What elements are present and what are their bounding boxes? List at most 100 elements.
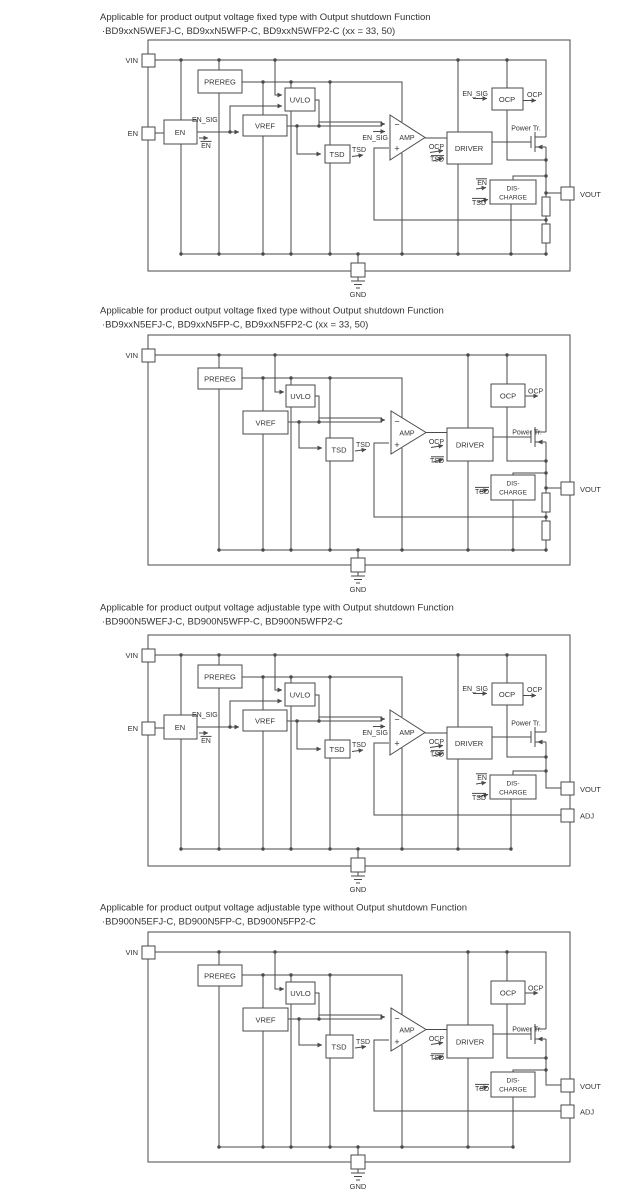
d3-pin-gnd-label: GND [350, 885, 367, 894]
d1-power-tr-label: Power Tr. [511, 126, 541, 133]
d2-pin-gnd-label: GND [350, 585, 367, 594]
d1-wires [147, 39, 571, 289]
d1-block-tsd [324, 144, 351, 164]
d3-block-ocp [491, 682, 524, 706]
d3-en-sig-label: EN_SIG [192, 712, 218, 719]
d4-discharge-label-1: DIS- [507, 1078, 520, 1085]
d3-block-tsd [324, 739, 351, 759]
d1-en-bar-label: EN [201, 143, 211, 150]
d2-discharge-label-1: DIS- [507, 481, 520, 488]
d3-pin-en-label: EN [128, 724, 138, 733]
d1-junction-dots [179, 58, 548, 256]
d4-pin-vout-label: VOUT [580, 1082, 601, 1091]
d3-pin-vout-label: VOUT [580, 785, 601, 794]
d4-power-tr-label: Power Tr. [512, 1027, 542, 1034]
diagram-2: Applicable for product output voltage fi… [100, 306, 601, 595]
diagram-4-subtitle: ·BD900N5EFJ-C, BD900N5FP-C, BD900N5FP2-C [102, 917, 316, 928]
d4-block-uvlo [285, 981, 316, 1005]
d2-ocp-to-driver-label: OCP [429, 439, 445, 446]
d4-pin-vin [141, 945, 156, 960]
d3-en-bar-label: EN [201, 738, 211, 745]
d2-tsd-out-label: TSD [356, 442, 370, 449]
d1-block-vref [242, 114, 288, 137]
d1-vref-label: VREF [255, 122, 275, 131]
d3-tsd-out-label: TSD [352, 742, 366, 749]
d2-block-driver [446, 427, 494, 462]
d4-tsd-bar-discharge-label: TSD [475, 1086, 489, 1093]
d4-ocp-to-driver-label: OCP [429, 1036, 445, 1043]
d4-discharge-label-2: CHARGE [499, 1087, 527, 1094]
d3-block-en [163, 714, 198, 740]
d1-pin-vin [141, 53, 156, 68]
d2-resistor-1 [541, 492, 551, 513]
d1-amp-label: AMP [399, 135, 415, 142]
d3-block-driver [446, 726, 493, 760]
d2-ocp-out-label: OCP [528, 389, 544, 396]
d4-amp-triangle [390, 1007, 427, 1052]
d1-en-sig-label: EN_SIG [192, 117, 218, 124]
d2-block-vref [242, 410, 289, 435]
d2-block-uvlo [285, 384, 316, 408]
d3-pin-gnd [350, 857, 366, 873]
d3-pin-vout [560, 781, 575, 796]
d1-block-ocp [491, 87, 524, 111]
d3-en-bar-discharge-label: EN [477, 775, 487, 782]
d4-ocp-out-label: OCP [528, 986, 544, 993]
d2-ocp-label: OCP [500, 392, 516, 401]
d3-block-uvlo [284, 682, 316, 707]
d2-power-transistor-icon [530, 427, 546, 447]
d2-block-ocp [490, 383, 526, 408]
d3-driver-label: DRIVER [455, 739, 484, 748]
d3-block-discharge [489, 774, 537, 800]
d2-amp-minus: − [394, 417, 399, 427]
d4-pin-gnd-label: GND [350, 1182, 367, 1191]
d2-tsd-bar-discharge-label: TSD [475, 489, 489, 496]
d4-tsd-out-label: TSD [356, 1039, 370, 1046]
d2-amp-label: AMP [399, 431, 415, 438]
d1-amp-minus: − [394, 120, 399, 130]
d1-pin-vout-label: VOUT [580, 190, 601, 199]
d4-prereg-label: PREREG [204, 972, 236, 981]
d4-tsd-bar-to-driver-label: TSD [430, 1055, 444, 1062]
d4-pin-vin-label: VIN [125, 948, 138, 957]
d2-driver-label: DRIVER [456, 441, 485, 450]
d1-resistor-2 [541, 223, 551, 244]
d2-uvlo-label: UVLO [290, 392, 311, 401]
diagram-3-subtitle: ·BD900N5WEFJ-C, BD900N5WFP-C, BD900N5WFP… [102, 617, 343, 628]
d2-tsd-bar-to-driver-label: TSD [430, 458, 444, 465]
d3-tsd-label: TSD [330, 745, 346, 754]
d2-pin-gnd [350, 557, 366, 573]
d3-junction-dots [179, 653, 548, 851]
d2-prereg-label: PREREG [204, 375, 236, 384]
d2-pin-vout-label: VOUT [580, 485, 601, 494]
d3-wires [147, 634, 571, 884]
d2-amp-plus: + [394, 440, 399, 450]
d4-uvlo-label: UVLO [290, 989, 311, 998]
d3-uvlo-label: UVLO [290, 691, 311, 700]
d1-signal-arrows [197, 60, 537, 203]
d3-power-tr-label: Power Tr. [511, 721, 541, 728]
d1-resistor-1 [541, 196, 551, 217]
d3-en-block-label: EN [175, 723, 185, 732]
d4-block-driver [446, 1024, 494, 1059]
d4-vref-label: VREF [255, 1016, 275, 1025]
d1-block-prereg [197, 69, 243, 94]
d3-block-vref [242, 709, 288, 732]
d1-block-driver [446, 131, 493, 165]
d3-ocp-to-driver-label: OCP [429, 739, 445, 746]
d1-ocp-to-driver-label: OCP [429, 144, 445, 151]
diagram-1-subtitle: ·BD9xxN5WEFJ-C, BD9xxN5WFP-C, BD9xxN5WFP… [102, 26, 395, 37]
d1-block-en [163, 119, 198, 145]
d4-driver-label: DRIVER [456, 1038, 485, 1047]
d1-pin-en [141, 126, 156, 141]
d2-block-prereg [197, 367, 243, 390]
d3-pin-adj [560, 808, 575, 823]
diagram-2-title: Applicable for product output voltage fi… [100, 306, 444, 317]
d1-en-bar-discharge-label: EN [477, 180, 487, 187]
d1-en-sig-ocp-label: EN_SIG [462, 91, 488, 98]
d1-power-transistor-icon [530, 132, 546, 152]
diagram-3: Applicable for product output voltage ad… [100, 603, 601, 895]
d3-pin-adj-label: ADJ [580, 812, 594, 821]
d2-amp-triangle [390, 410, 427, 455]
d3-prereg-label: PREREG [204, 673, 236, 682]
